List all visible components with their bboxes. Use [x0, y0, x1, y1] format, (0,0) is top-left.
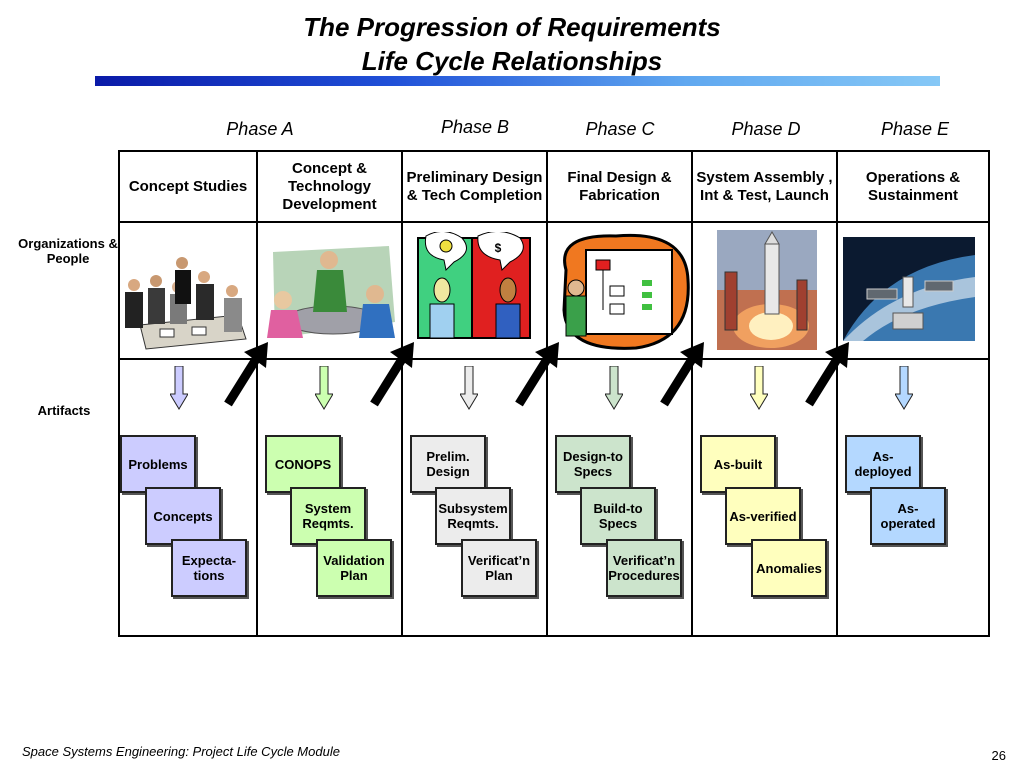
flowchart-presentation-illustration	[562, 233, 690, 350]
header-preliminary-design: Preliminary Design & Tech Completion	[406, 169, 543, 204]
down-arrow-1	[170, 366, 188, 410]
artifact-as-operated: As-operated	[870, 487, 946, 545]
artifact-subsystem-reqmts: Subsystem Reqmts.	[435, 487, 511, 545]
phase-d-label: Phase D	[731, 119, 801, 139]
phase-c-label: Phase C	[585, 119, 655, 139]
phase-a-label: Phase A	[226, 119, 294, 139]
artifact-expectations: Expecta-tions	[171, 539, 247, 597]
header-operations: Operations & Sustainment	[865, 169, 961, 204]
page-number: 26	[991, 748, 1006, 763]
artifact-as-deployed: As-deployed	[845, 435, 921, 493]
space-station-illustration	[843, 237, 975, 341]
transition-arrow-2	[370, 342, 414, 407]
title-line-1: The Progression of Requirements	[303, 12, 721, 42]
footer-text: Space Systems Engineering: Project Life …	[22, 744, 340, 759]
artifact-validation-plan: Validation Plan	[316, 539, 392, 597]
down-arrow-6	[895, 366, 913, 410]
artifact-build-to-specs: Build-to Specs	[580, 487, 656, 545]
down-arrow-2	[315, 366, 333, 410]
header-concept-tech-development: Concept & Technology Development	[282, 160, 377, 213]
phase-e-label: Phase E	[880, 119, 950, 139]
header-final-design: Final Design & Fabrication	[567, 169, 672, 204]
artifact-verification-procedures: Verificat’n Procedures	[606, 539, 682, 597]
design-review-illustration: $	[417, 232, 531, 339]
artifact-verification-plan: Verificat’n Plan	[461, 539, 537, 597]
artifact-concepts: Concepts	[145, 487, 221, 545]
down-arrow-3	[460, 366, 478, 410]
artifact-conops: CONOPS	[265, 435, 341, 493]
header-concept-studies: Concept Studies	[128, 178, 248, 195]
down-arrow-5	[750, 366, 768, 410]
transition-arrow-4	[660, 342, 704, 407]
rocket-launch-illustration	[717, 230, 817, 350]
artifact-problems: Problems	[120, 435, 196, 493]
organizations-people-label: Organizations & People	[18, 236, 118, 266]
title-line-2: Life Cycle Relationships	[361, 46, 663, 76]
transition-arrow-5	[805, 342, 849, 407]
header-system-assembly: System Assembly , Int & Test, Launch	[696, 169, 833, 204]
svg-text:$: $	[495, 241, 502, 255]
artifact-prelim-design: Prelim. Design	[410, 435, 486, 493]
meeting-people-illustration	[120, 255, 248, 353]
phase-b-label: Phase B	[440, 117, 510, 137]
artifact-design-to-specs: Design-to Specs	[555, 435, 631, 493]
artifact-as-verified: As-verified	[725, 487, 801, 545]
team-discussion-illustration	[263, 242, 399, 346]
artifact-system-reqmts: System Reqmts.	[290, 487, 366, 545]
title-underline-bar	[95, 76, 940, 86]
life-cycle-grid: Concept Studies Concept & Technology Dev…	[118, 150, 990, 637]
down-arrow-4	[605, 366, 623, 410]
transition-arrow-3	[515, 342, 559, 407]
artifact-as-built: As-built	[700, 435, 776, 493]
artifact-anomalies: Anomalies	[751, 539, 827, 597]
transition-arrow-1	[224, 342, 268, 407]
artifacts-label: Artifacts	[37, 403, 91, 418]
